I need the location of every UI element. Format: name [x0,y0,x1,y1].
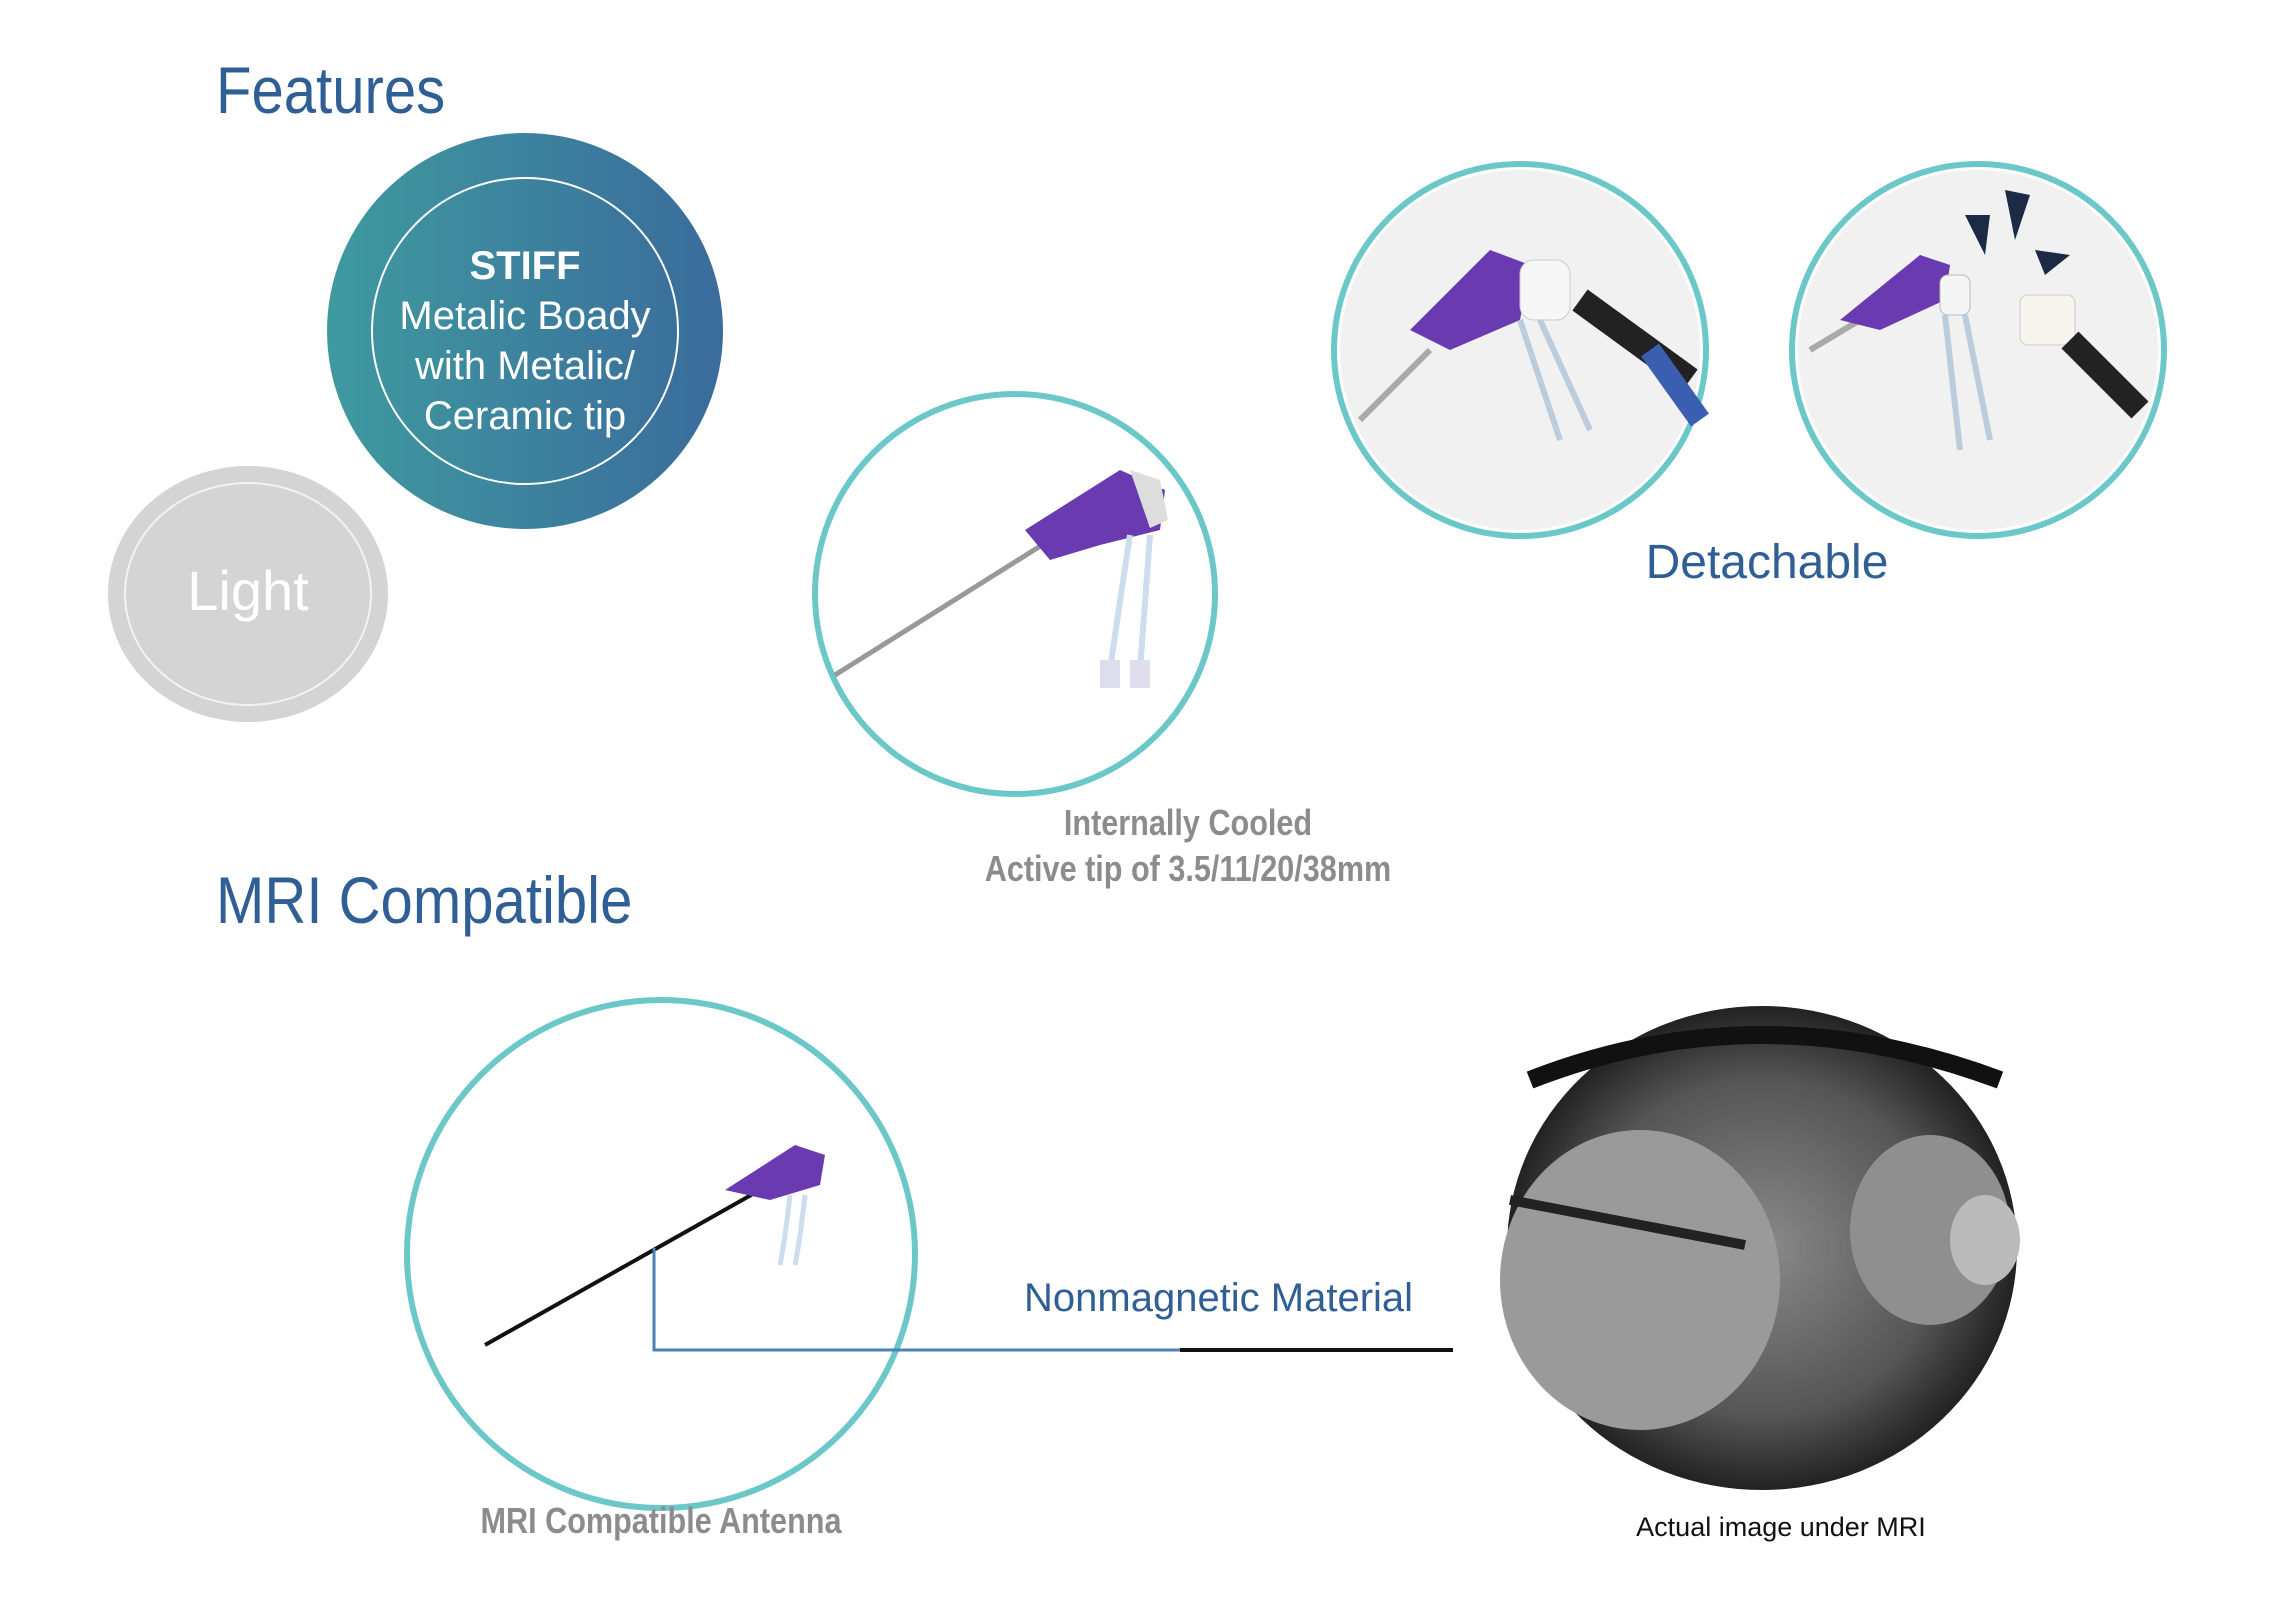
antenna-caption: MRI Compatible Antenna [480,1500,842,1541]
stiff-title: STIFF [469,244,581,288]
detach-ring-2 [1789,161,2167,539]
mri-scan-image [1500,1006,2020,1490]
cooled-caption-line1: Internally Cooled [1063,802,1313,843]
stiff-line: with Metalic/ [414,344,636,388]
cooled-probe-image [833,470,1168,688]
cooled-caption-line2: Active tip of 3.5/11/20/38mm [984,848,1392,889]
cooled-caption: Internally Cooled Active tip of 3.5/11/2… [891,800,1486,892]
light-label: Light [187,559,309,622]
stiff-line: Metalic Boady [399,294,651,338]
detach-ring-1 [1331,161,1709,539]
antenna-image [484,1145,825,1347]
mri-image-caption: Actual image under MRI [1636,1512,1926,1542]
mri-heading: MRI Compatible [216,863,633,937]
stiff-badge: STIFF Metalic Boady with Metalic/ Cerami… [327,133,723,529]
detach-image-separated [1808,190,2149,451]
cooled-ring [812,391,1218,797]
light-badge: Light [108,466,388,722]
detachable-label: Detachable [1645,536,1889,589]
antenna-ring [404,997,918,1511]
stiff-line: Ceramic tip [423,394,627,438]
features-heading: Features [216,53,446,127]
detach-image-attached [1357,250,1709,441]
nonmagnetic-label: Nonmagnetic Material [1024,1276,1414,1320]
